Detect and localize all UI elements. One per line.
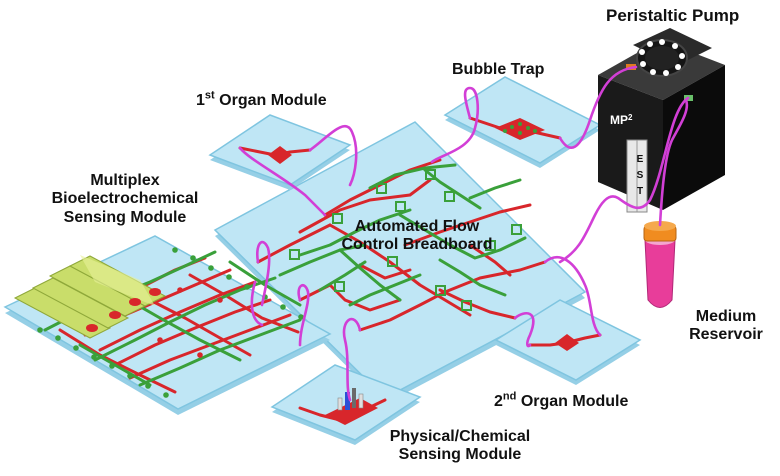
- tubing: [238, 65, 690, 402]
- multiplex-line-1: Multiplex: [90, 172, 160, 189]
- pump-rollers: [639, 39, 685, 76]
- electrode-strips: [13, 255, 167, 339]
- organ2-title: Organ Module: [520, 393, 629, 410]
- organ2-ordinal-number: 2: [494, 393, 503, 410]
- bubble-trap-chamber: [495, 118, 545, 140]
- pump-brand: MP2: [610, 113, 633, 127]
- label-breadboard: Automated Flow Control Breadboard: [322, 218, 512, 255]
- breadboard-line-1: Automated Flow: [354, 218, 480, 235]
- organ-chamber-1: [268, 146, 292, 164]
- label-organ-module-2: 2nd Organ Module: [494, 390, 629, 411]
- physchem-line-1: Physical/Chemical: [389, 428, 531, 445]
- medium-line-1: Medium: [695, 308, 757, 325]
- pump-side-letter-s: S: [637, 170, 644, 181]
- organ-module-1: [208, 114, 352, 190]
- multiplex-line-2: Bioelectrochemical: [51, 190, 199, 208]
- medium-reservoir: [643, 221, 677, 308]
- physchem-sensing-board: [270, 364, 422, 445]
- organ1-ordinal-suffix: st: [204, 89, 215, 102]
- label-physchem-module: Physical/Chemical Sensing Module: [360, 428, 560, 465]
- medium-line-2: Reservoir: [689, 326, 763, 344]
- multiplex-line-3: Sensing Module: [63, 208, 187, 226]
- multiplex-sensing-board: [3, 235, 332, 415]
- label-medium-reservoir: Medium Reservoir: [676, 308, 776, 345]
- pump-side-letter-e: E: [637, 154, 644, 165]
- label-organ-module-1: 1st Organ Module: [196, 89, 327, 110]
- breadboard-line-2: Control Breadboard: [341, 236, 493, 254]
- label-multiplex-module: Multiplex Bioelectrochemical Sensing Mod…: [20, 172, 230, 227]
- label-bubble-trap: Bubble Trap: [452, 61, 545, 78]
- organ2-ordinal-suffix: nd: [502, 390, 517, 403]
- physchem-line-2: Sensing Module: [398, 446, 522, 464]
- bubble-trap-board: [443, 76, 602, 168]
- organ1-title: Organ Module: [219, 92, 327, 109]
- pump-side-letter-t: T: [637, 186, 643, 197]
- label-peristaltic-pump: Peristaltic Pump: [606, 6, 740, 25]
- organ-chamber-2: [555, 334, 579, 351]
- peristaltic-pump: MP2 E S T: [598, 28, 725, 213]
- organ1-ordinal-number: 1: [196, 92, 205, 109]
